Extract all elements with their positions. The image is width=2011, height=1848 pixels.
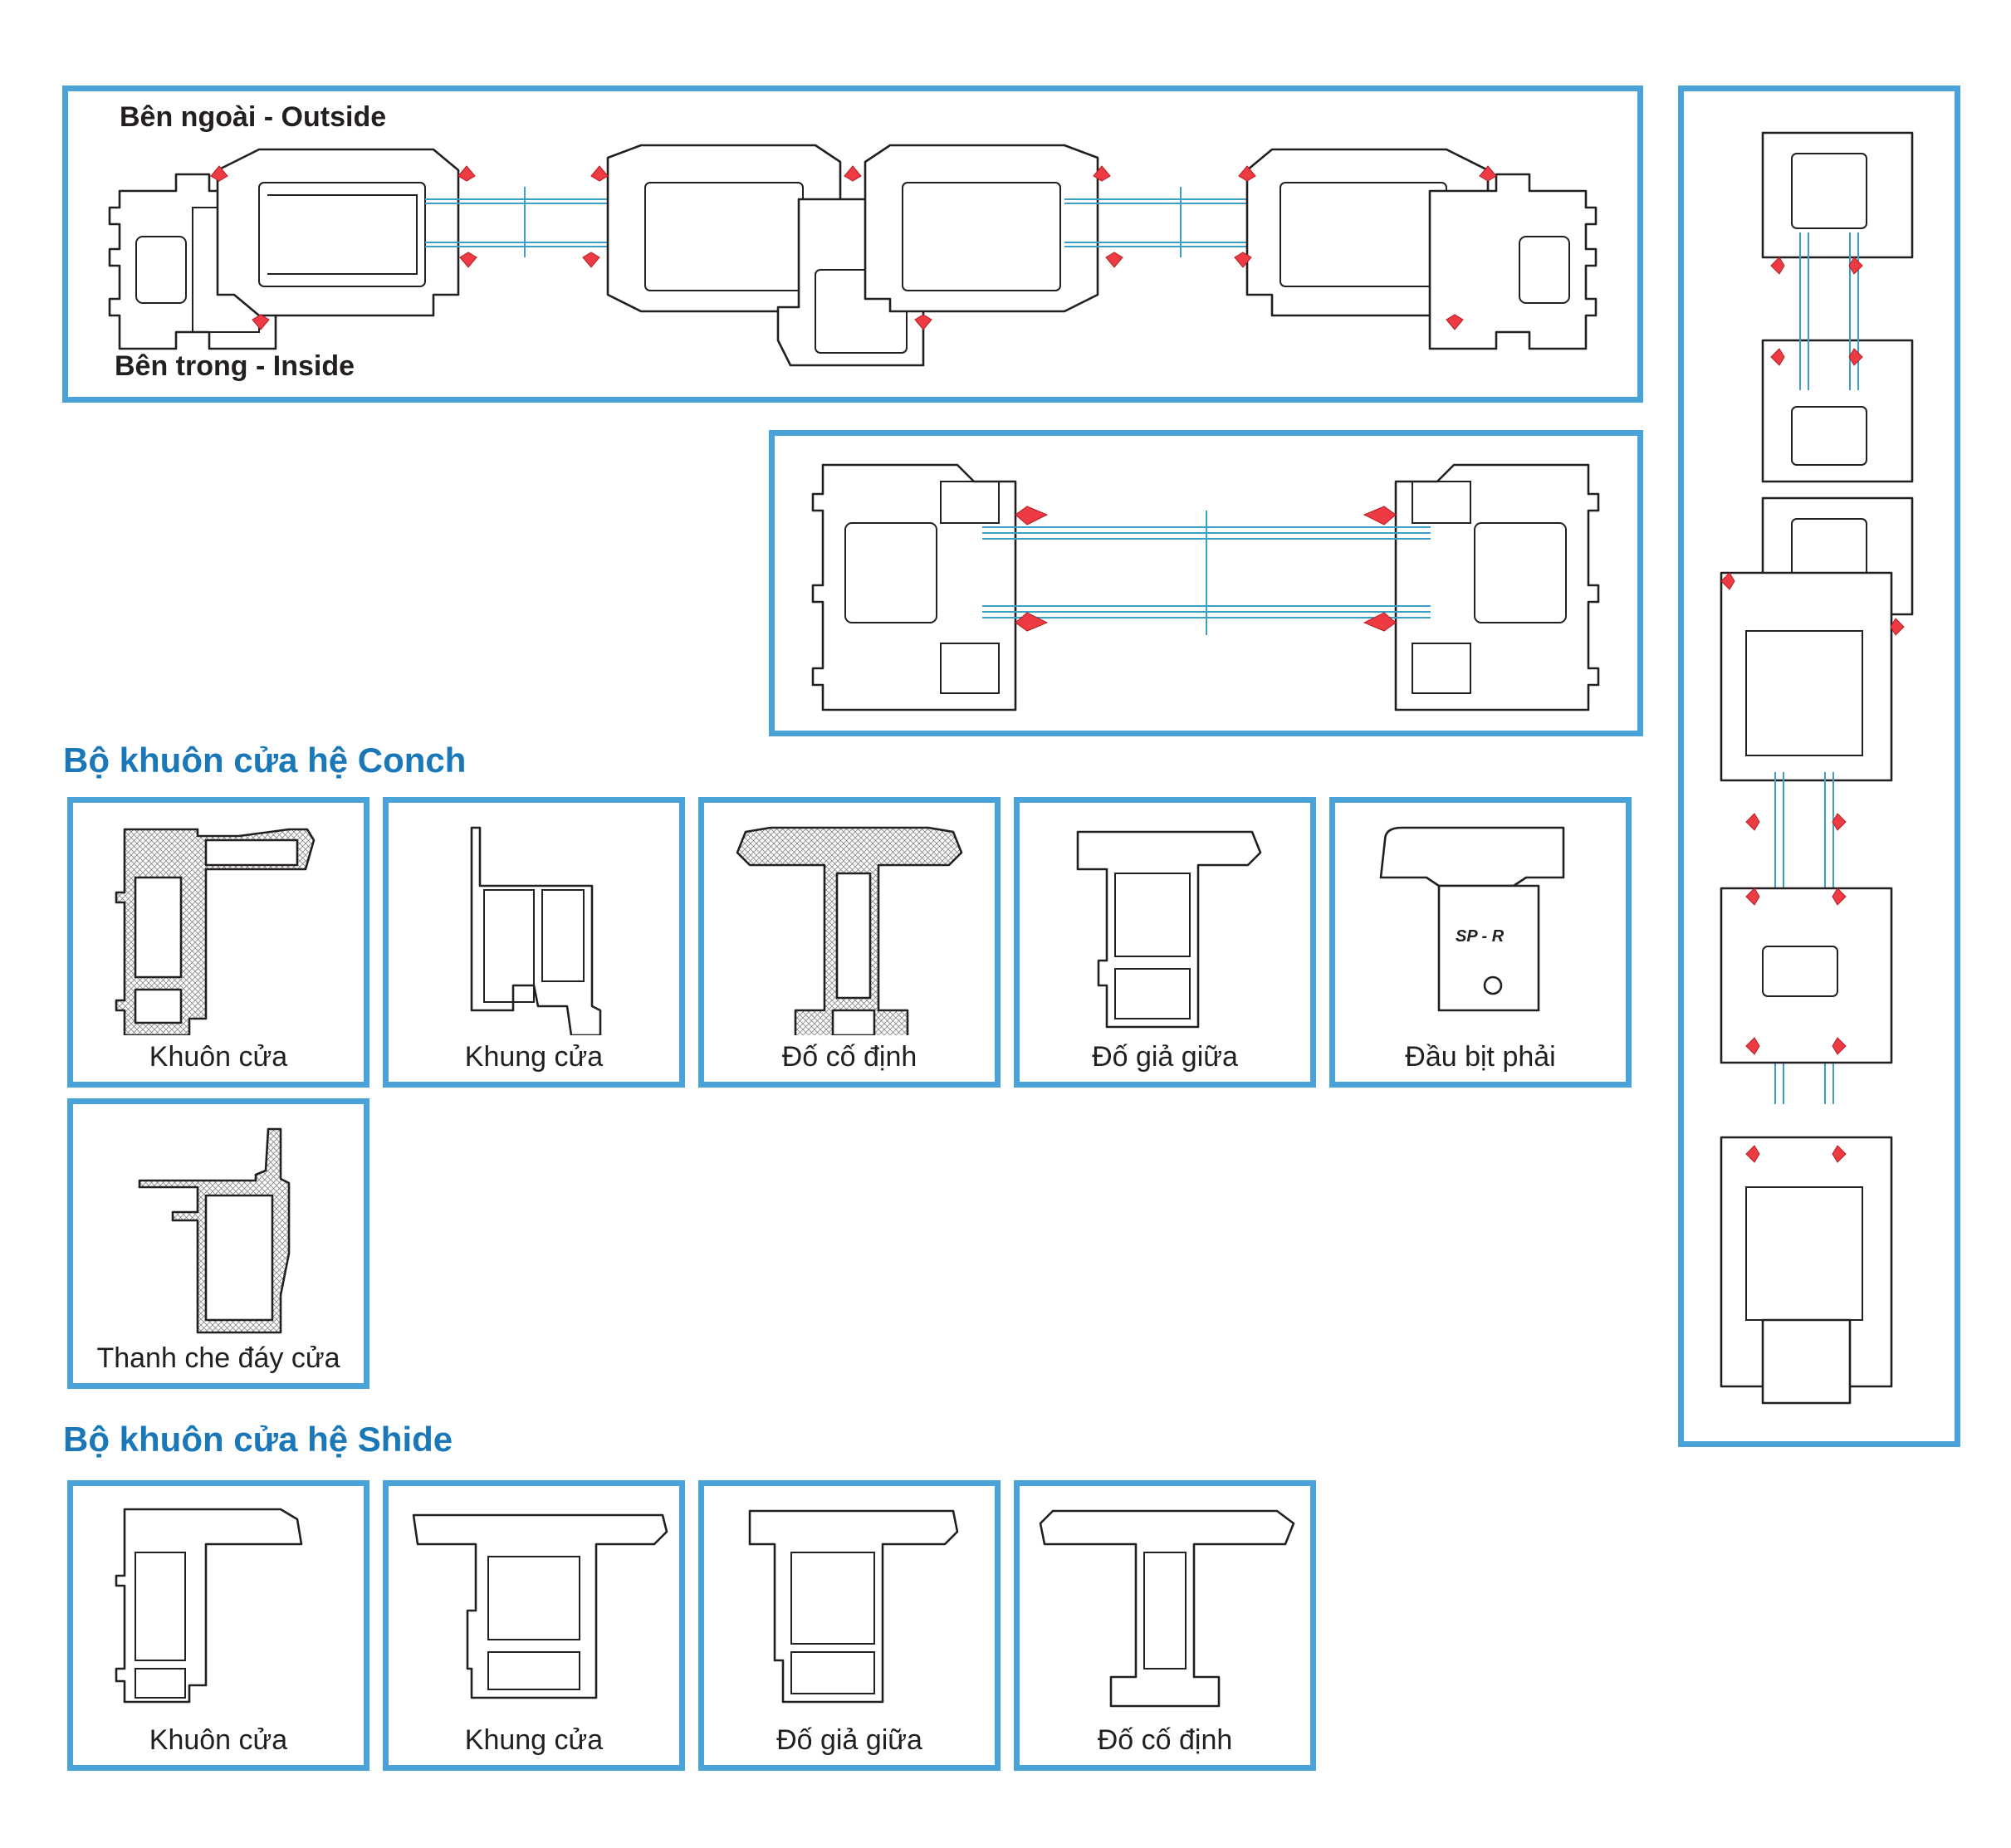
shide-caption-khuon-cua: Khuôn cửa (149, 1724, 288, 1756)
shide-caption-khung-cua: Khung cửa (464, 1724, 604, 1756)
conch-caption-khung-cua: Khung cửa (464, 1041, 604, 1073)
head-frame (1761, 131, 1914, 616)
shide-caption-do-gia-giua: Đố giả giữa (776, 1724, 922, 1756)
sash-left (216, 148, 460, 317)
conch-caption-do-co-dinh: Đố cố định (781, 1041, 917, 1073)
fixed-glass (982, 511, 1431, 635)
outside-label: Bên ngoài - Outside (120, 101, 387, 133)
fixed-frame-left (811, 463, 1017, 711)
conch-khung-cua-profile (470, 826, 602, 1035)
conch-caption-do-gia-giua: Đố giả giữa (1092, 1041, 1238, 1073)
conch-card-khung-cua: Khung cửa (383, 797, 685, 1088)
inside-label: Bên trong - Inside (115, 350, 355, 382)
fixed-frame-right (1394, 463, 1600, 711)
gaskets-bottom (252, 252, 1464, 330)
fixed-section-frame (769, 430, 1643, 736)
vertical-section-frame (1678, 86, 1960, 1447)
conch-do-gia-giua-profile (1076, 830, 1262, 1029)
top-section-frame: Bên ngoài - Outside Bên trong - Inside (62, 86, 1643, 403)
conch-card-do-co-dinh: Đố cố định (698, 797, 1001, 1088)
horizontal-section-drawing (108, 144, 1598, 367)
fixed-gaskets (1015, 506, 1397, 632)
shide-caption-do-co-dinh: Đố cố định (1097, 1724, 1233, 1756)
vertical-section-drawing (1720, 131, 1914, 1405)
shide-card-do-gia-giua: Đố giả giữa (698, 1480, 1001, 1771)
gaskets-top (210, 165, 1497, 182)
conch-card-do-gia-giua: Đố giả giữa (1014, 797, 1316, 1088)
end-cap-logo: SP - R (1456, 927, 1505, 946)
conch-thanh-che-day-cua-profile (138, 1127, 291, 1334)
conch-dau-bit-phai-drawing (1379, 826, 1565, 1012)
sash-center-right (864, 144, 1099, 313)
shide-card-khung-cua: Khung cửa (383, 1480, 685, 1771)
conch-section-title: Bộ khuôn cửa hệ Conch (63, 741, 467, 780)
shide-card-do-co-dinh: Đố cố định (1014, 1480, 1316, 1771)
conch-khuon-cua-profile (115, 828, 316, 1035)
glass-left (425, 187, 641, 257)
outer-frame-right (1428, 173, 1598, 350)
sash-center-left (606, 144, 842, 313)
conch-caption-khuon-cua: Khuôn cửa (149, 1041, 288, 1073)
glass-right (1064, 187, 1280, 257)
shide-card-khuon-cua: Khuôn cửa (67, 1480, 369, 1771)
shide-do-co-dinh-profile (1039, 1509, 1295, 1708)
mid-rails (1720, 887, 1893, 1064)
shide-section-title: Bộ khuôn cửa hệ Shide (63, 1420, 453, 1459)
fixed-section-drawing (811, 463, 1600, 711)
upper-sash (1720, 571, 1893, 782)
vertical-gaskets (1720, 257, 1905, 1163)
conch-card-khuon-cua: Khuôn cửa (67, 797, 369, 1088)
shide-khung-cua-profile (412, 1513, 668, 1699)
conch-card-thanh-che-day-cua: Thanh che đáy cửa (67, 1098, 369, 1389)
sash-right (1245, 148, 1490, 317)
conch-card-dau-bit-phai: SP - R Đầu bịt phải (1329, 797, 1632, 1088)
conch-caption-dau-bit-phai: Đầu bịt phải (1405, 1041, 1556, 1073)
shide-khuon-cua-profile (115, 1508, 303, 1704)
bottom-sash (1720, 1136, 1893, 1405)
conch-caption-thanh-che-day-cua: Thanh che đáy cửa (96, 1342, 340, 1374)
conch-do-co-dinh-profile (736, 826, 963, 1035)
shide-do-gia-giua-profile (748, 1509, 959, 1704)
